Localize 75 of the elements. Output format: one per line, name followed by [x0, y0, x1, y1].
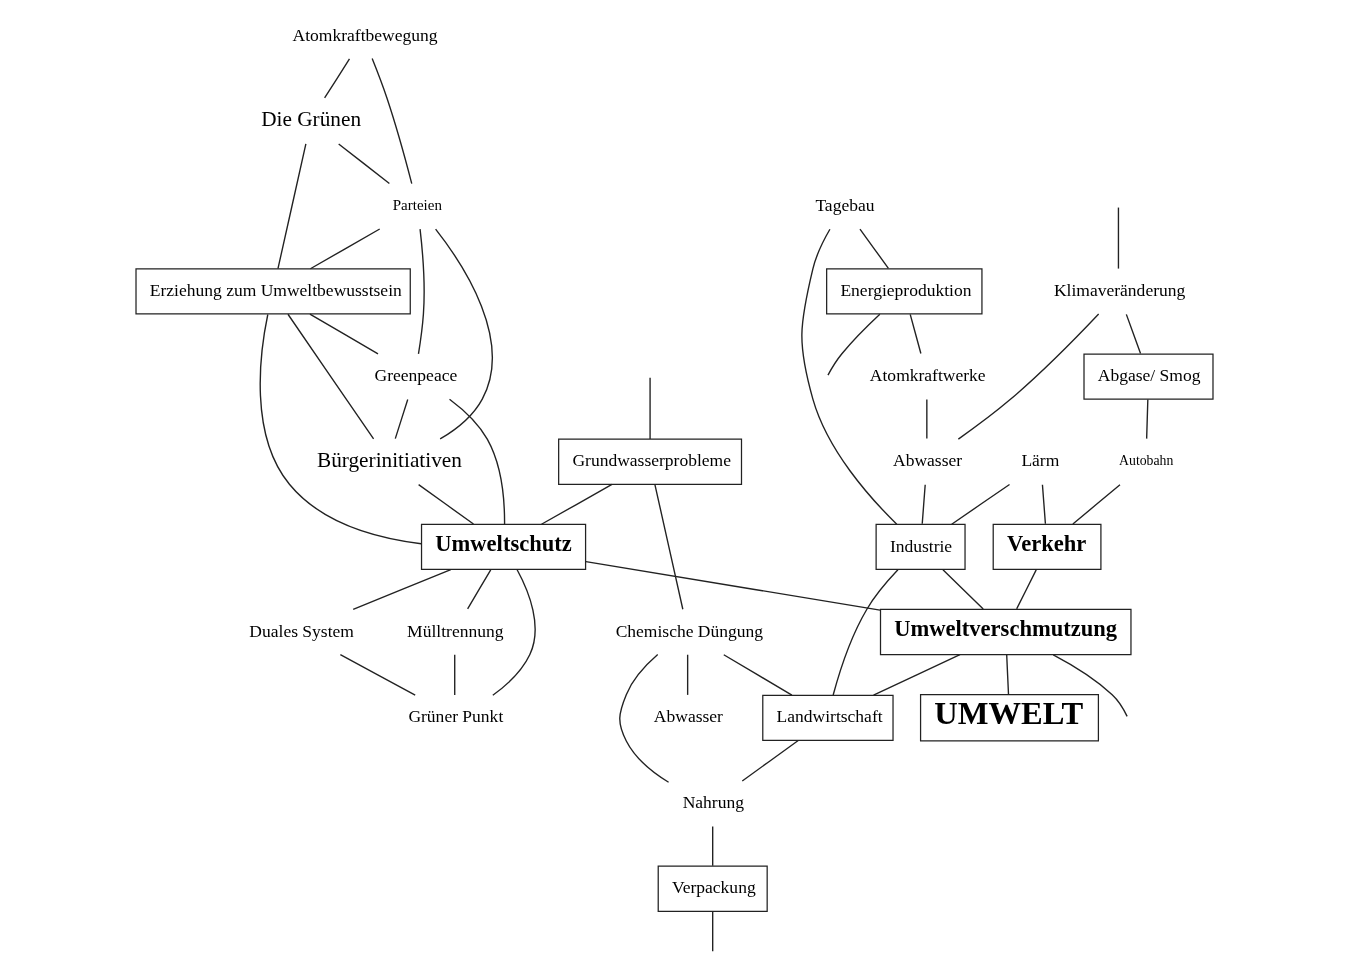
- node-box: Verkehr: [992, 523, 1102, 571]
- connector: [339, 654, 416, 696]
- connector: [352, 568, 451, 611]
- connector: [584, 560, 881, 611]
- connector: [1041, 484, 1046, 525]
- node-text: Abwasser: [892, 450, 962, 471]
- connector: [618, 653, 669, 783]
- connector: [417, 484, 474, 525]
- node-box: Erziehung zum Umweltbewusstsein: [134, 268, 411, 315]
- connector: [711, 825, 713, 867]
- connector: [394, 398, 408, 440]
- node-text: Bürgerinitiativen: [316, 447, 462, 472]
- connector: [1117, 206, 1119, 270]
- node-box: Umweltverschmutzung: [879, 608, 1132, 656]
- node-text: Duales System: [248, 620, 354, 641]
- connector: [286, 313, 374, 440]
- node-box: Energieproduktion: [825, 268, 983, 315]
- connector: [276, 143, 307, 270]
- node-text: Die Grünen: [260, 107, 361, 132]
- connector: [909, 313, 922, 355]
- connector: [323, 58, 350, 99]
- connector: [831, 569, 899, 696]
- node-text: Atomkraftwerke: [869, 365, 986, 386]
- connector: [1015, 569, 1037, 610]
- connector: [259, 313, 422, 545]
- node-box: Abgase/ Smog: [1082, 353, 1214, 400]
- node-text: Tagebau: [814, 194, 874, 215]
- node-text: Atomkraftbewegung: [292, 24, 437, 45]
- node-text: Klimaveränderung: [1053, 280, 1185, 301]
- connector: [371, 57, 412, 185]
- node-box: Industrie: [875, 523, 966, 571]
- connector: [434, 228, 493, 440]
- node-text: Lärm: [1020, 450, 1059, 471]
- connector: [826, 313, 881, 376]
- connector: [722, 654, 793, 696]
- connector: [686, 654, 688, 696]
- connector: [950, 483, 1010, 525]
- node-text: Autobahn: [1118, 453, 1173, 469]
- connector: [872, 654, 961, 696]
- connector: [453, 654, 455, 696]
- connector: [540, 483, 613, 525]
- node-text: Parteien: [392, 197, 442, 214]
- connector: [417, 228, 425, 355]
- node-text: Greenpeace: [374, 365, 457, 386]
- connector: [941, 569, 984, 610]
- connector: [1005, 654, 1009, 695]
- node-box: Umweltschutz: [420, 523, 586, 571]
- connector: [711, 910, 713, 952]
- node-text: Grüner Punkt: [407, 706, 503, 727]
- connector: [925, 398, 928, 440]
- connector: [308, 313, 379, 355]
- connector: [1145, 398, 1148, 440]
- connector: [1071, 484, 1121, 525]
- connector: [653, 483, 684, 610]
- connector: [491, 569, 536, 696]
- connector: [957, 313, 1099, 440]
- connector: [648, 377, 651, 440]
- connector: [1125, 313, 1141, 355]
- connector: [1052, 654, 1128, 718]
- connector: [921, 484, 926, 525]
- connector: [741, 739, 799, 782]
- node-text: Nahrung: [682, 792, 744, 813]
- node-box: UMWELT: [919, 694, 1099, 742]
- node-box: Landwirtschaft: [761, 694, 894, 741]
- connector: [858, 228, 889, 269]
- connector: [309, 228, 380, 270]
- connector: [448, 398, 505, 525]
- connector: [337, 143, 390, 185]
- node-text: Chemische Düngung: [615, 620, 763, 641]
- connector: [800, 228, 897, 525]
- node-text: Mülltrennung: [406, 620, 503, 641]
- connector: [466, 569, 491, 610]
- node-text: Abwasser: [653, 706, 723, 727]
- node-box: Verpackung: [657, 865, 768, 912]
- node-box: Grundwasserprobleme: [557, 438, 742, 485]
